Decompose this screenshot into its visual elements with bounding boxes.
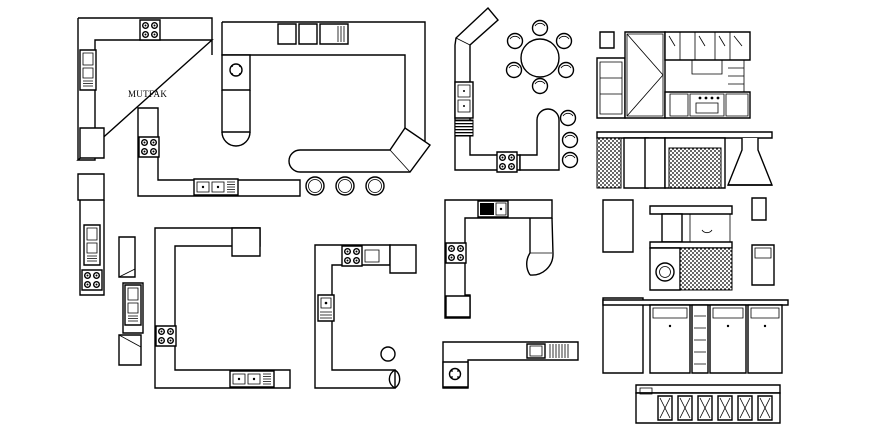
plan-d-angled-kitchen bbox=[455, 8, 579, 173]
plan-e-u-kitchen bbox=[445, 200, 553, 318]
room-label: MUTFAK bbox=[128, 89, 168, 99]
elevation-2-hood bbox=[597, 132, 772, 188]
plan-b-l-kitchen bbox=[119, 228, 290, 388]
elevation-3-appliances bbox=[603, 198, 774, 290]
plan-a-u-kitchen bbox=[78, 18, 430, 295]
elevation-1-cabinets bbox=[597, 32, 750, 118]
elevation-5-drawer-strip bbox=[636, 385, 780, 423]
elevation-4-base-cabinets bbox=[603, 298, 788, 373]
plan-c-l-kitchen bbox=[315, 245, 416, 388]
plan-f-l-kitchen bbox=[443, 342, 578, 388]
